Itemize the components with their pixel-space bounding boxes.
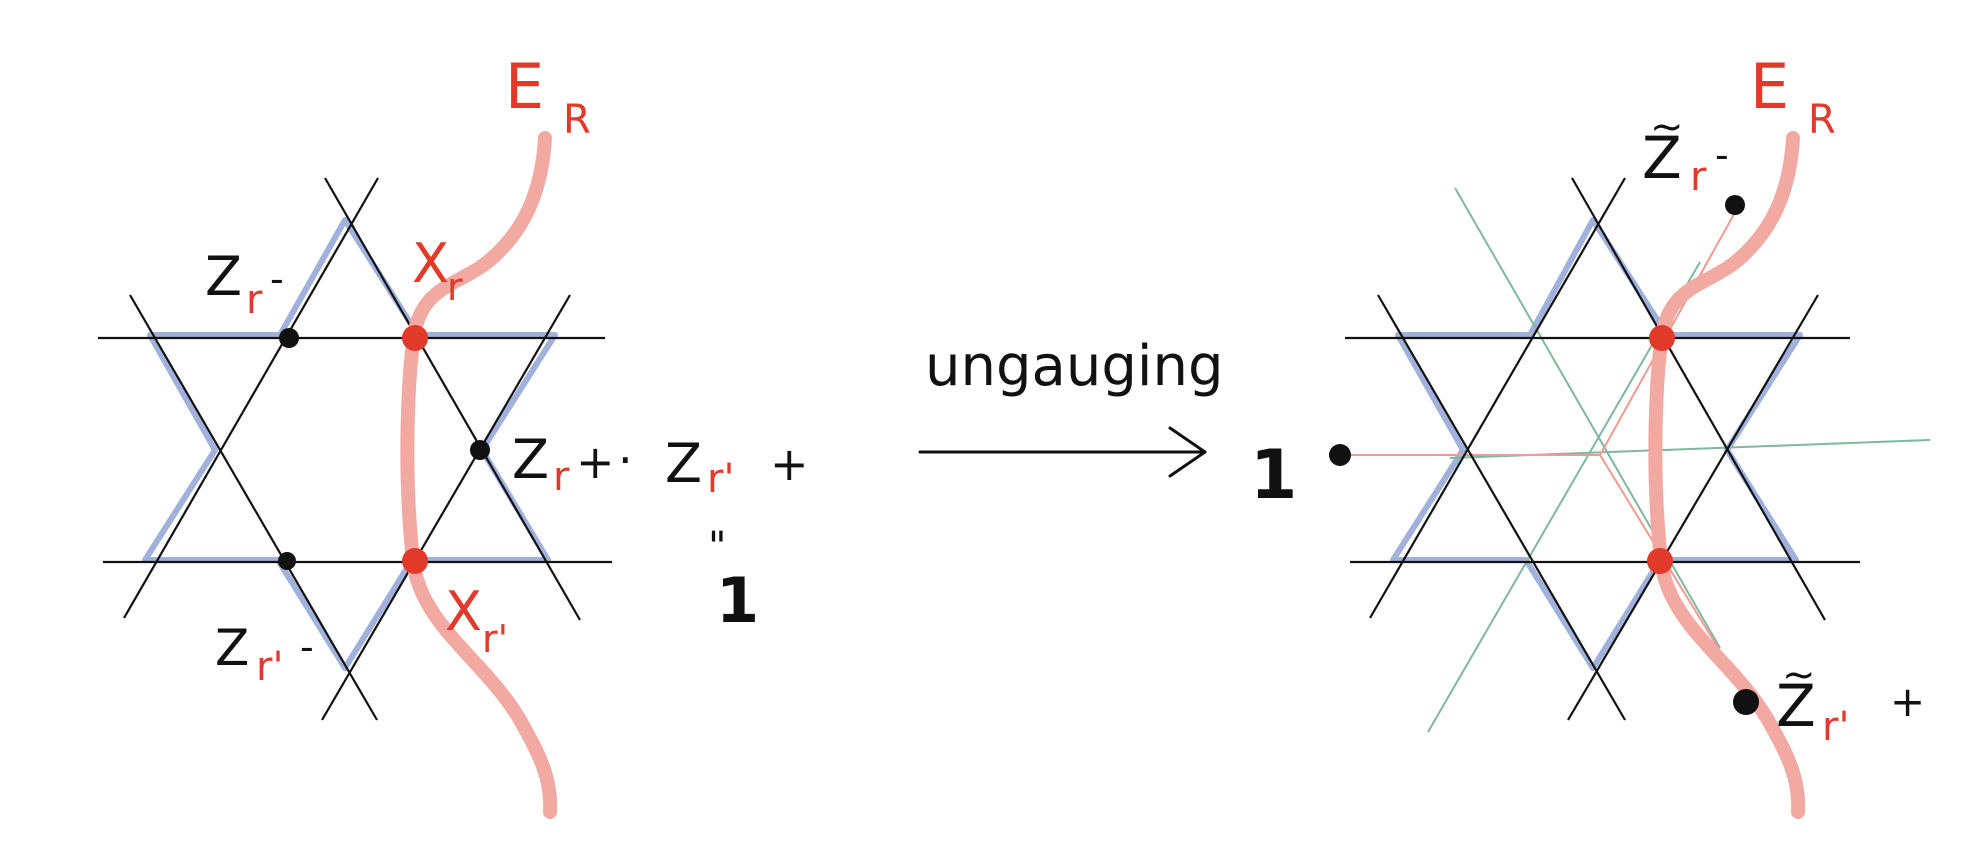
right-ztilde-r-minus-tilde: ~ (1650, 104, 1684, 150)
left-hexagram-outline (142, 217, 558, 671)
right-ztilde-r-minus-dot (1725, 195, 1745, 215)
green-line (1454, 187, 1721, 649)
right-panel: 1 E R ~ Z r - ~ Z r' + (1250, 50, 1931, 819)
left-zr-minus-label-sup: - (270, 257, 284, 301)
right-string-er (1648, 131, 1806, 819)
right-ztilde-r-minus-sub: r (1690, 154, 1707, 200)
right-dual-lattice (1427, 187, 1931, 733)
right-ztilde-rp-plus-sub: r' (1822, 704, 1849, 750)
product-plus1: + (576, 435, 615, 489)
left-z-plus-dot (470, 440, 490, 460)
left-xr-label-main: X (412, 232, 449, 295)
product-dot: · (618, 433, 633, 487)
left-xr-label-sub: r (447, 265, 463, 309)
right-er-label-sub: R (1808, 97, 1836, 143)
ungauging-label: ungauging (925, 334, 1223, 399)
left-lattice-line (324, 177, 581, 621)
right-lattice-line (1571, 177, 1826, 621)
right-lattice-line (1377, 294, 1626, 721)
left-er-label-main: E (505, 50, 544, 123)
left-x-rp-dot (402, 548, 428, 574)
right-ztilde-r-minus-sup: - (1715, 133, 1729, 177)
left-lattice-line (123, 177, 379, 619)
left-lattice-line (321, 294, 571, 721)
right-x-rp-dot (1647, 548, 1673, 574)
right-hexagram-outline (1390, 217, 1803, 671)
right-ztilde-rp-plus-sup: + (1890, 677, 1925, 726)
right-ztilde-rp-plus-main: Z (1776, 672, 1816, 740)
left-x-r-dot (402, 325, 428, 351)
left-identity-symbol: 1 (716, 564, 759, 637)
right-kagome-lattice (1345, 177, 1860, 721)
right-identity-symbol: 1 (1250, 436, 1297, 515)
left-xrp-label-main: X (445, 580, 482, 643)
left-panel: E R X r X r' Z r - Z r' - Z r + · Z r' +… (98, 50, 809, 819)
right-x-r-dot (1649, 325, 1675, 351)
left-equals-sign: " (708, 524, 726, 570)
right-ztilde-r-minus-main: Z (1642, 124, 1682, 192)
product-plus2: + (770, 437, 809, 491)
left-zrp-minus-label-main: Z (215, 619, 249, 677)
left-zr-minus-label-sub: r (246, 277, 263, 323)
right-identity-dot (1329, 444, 1351, 466)
product-sub2: r' (707, 456, 734, 502)
left-xrp-label-sub: r' (482, 617, 508, 661)
product-z1: Z (512, 428, 549, 491)
left-zr-minus-label-main: Z (205, 245, 242, 308)
left-string-er (400, 131, 558, 819)
left-kagome-lattice (98, 177, 612, 721)
left-product-label: Z r + · Z r' + (512, 428, 809, 502)
ungauging-arrow: ungauging (918, 334, 1223, 478)
left-z-rp-minus-dot (278, 552, 296, 570)
right-lattice-line (1567, 294, 1819, 721)
left-zrp-minus-label-sup: - (300, 625, 314, 669)
left-z-r-minus-dot (279, 328, 299, 348)
right-lattice-line (1369, 177, 1626, 619)
right-ztilde-rp-plus-dot (1733, 689, 1759, 715)
left-lattice-line (129, 294, 378, 721)
left-er-label-sub: R (563, 97, 591, 143)
arrow-head (1168, 426, 1207, 478)
product-z2: Z (665, 432, 702, 495)
product-sub1: r (553, 454, 570, 500)
left-zrp-minus-label-sub: r' (256, 644, 283, 690)
right-er-label-main: E (1750, 50, 1789, 123)
right-ztilde-rp-plus-tilde: ~ (1782, 652, 1816, 698)
